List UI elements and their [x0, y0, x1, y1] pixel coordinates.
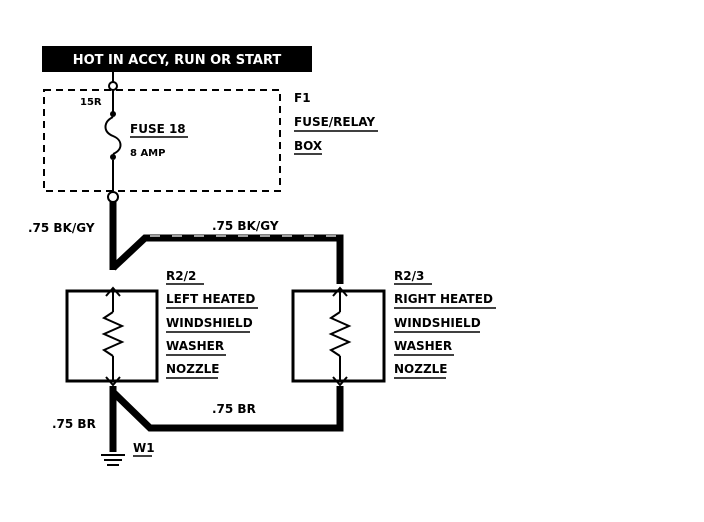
power-source-header: HOT IN ACCY, RUN OR START: [42, 46, 312, 72]
right-nozzle-line4: NOZZLE: [394, 362, 448, 376]
right-heated-nozzle: [291, 286, 386, 387]
right-nozzle-line2: WINDSHIELD: [394, 316, 481, 330]
right-nozzle-box: [291, 289, 386, 383]
left-nozzle-line3: WASHER: [166, 339, 224, 353]
feed-wire-top-label: .75 BK/GY: [212, 219, 279, 233]
fuse-rating: 8 AMP: [130, 148, 165, 159]
right-nozzle-line3: WASHER: [394, 339, 452, 353]
ground-wire-left-label: .75 BR: [52, 417, 96, 431]
left-nozzle-line4: NOZZLE: [166, 362, 220, 376]
fuse-box-name-line2: BOX: [294, 139, 323, 153]
header-banner: [42, 46, 312, 72]
ground-wire-return: [110, 386, 344, 432]
feed-wire-branch: [110, 234, 344, 284]
fuse-box-id: F1: [294, 91, 311, 105]
right-nozzle-heater-symbol: [328, 311, 352, 357]
left-nozzle-id: R2/2: [166, 269, 196, 283]
fuse-box-name-line1: FUSE/RELAY: [294, 115, 375, 129]
left-nozzle-line2: WINDSHIELD: [166, 316, 253, 330]
ground-wire-br: [109, 386, 344, 452]
right-nozzle-arrow-bottom: [332, 376, 348, 387]
fuse-pin-label: 15R: [80, 97, 102, 108]
fuse-node-bottom: [110, 154, 116, 160]
fuse-symbol: [104, 116, 122, 155]
header-text: HOT IN ACCY, RUN OR START: [73, 53, 282, 68]
ground-wire-bottom-label: .75 BR: [212, 402, 256, 416]
fuse-box-terminal-bottom: [107, 191, 119, 203]
fuse-node-top: [110, 111, 116, 117]
ground-symbol: [101, 454, 125, 466]
fuse-relay-box: 15R FUSE 18 8 AMP: [43, 89, 281, 192]
feed-wire-left-label: .75 BK/GY: [28, 221, 95, 235]
feed-wire-bk-gy: [109, 202, 344, 284]
right-nozzle-id: R2/3: [394, 269, 424, 283]
left-heated-nozzle: [65, 286, 159, 387]
left-nozzle-line1: LEFT HEATED: [166, 292, 255, 306]
ground-id: W1: [133, 441, 155, 455]
right-nozzle-line1: RIGHT HEATED: [394, 292, 493, 306]
fuse-label: FUSE 18: [130, 122, 186, 136]
left-nozzle-arrow-bottom: [105, 376, 121, 387]
fuse-box-terminal-top: [108, 81, 118, 91]
left-nozzle-heater-symbol: [101, 311, 125, 357]
